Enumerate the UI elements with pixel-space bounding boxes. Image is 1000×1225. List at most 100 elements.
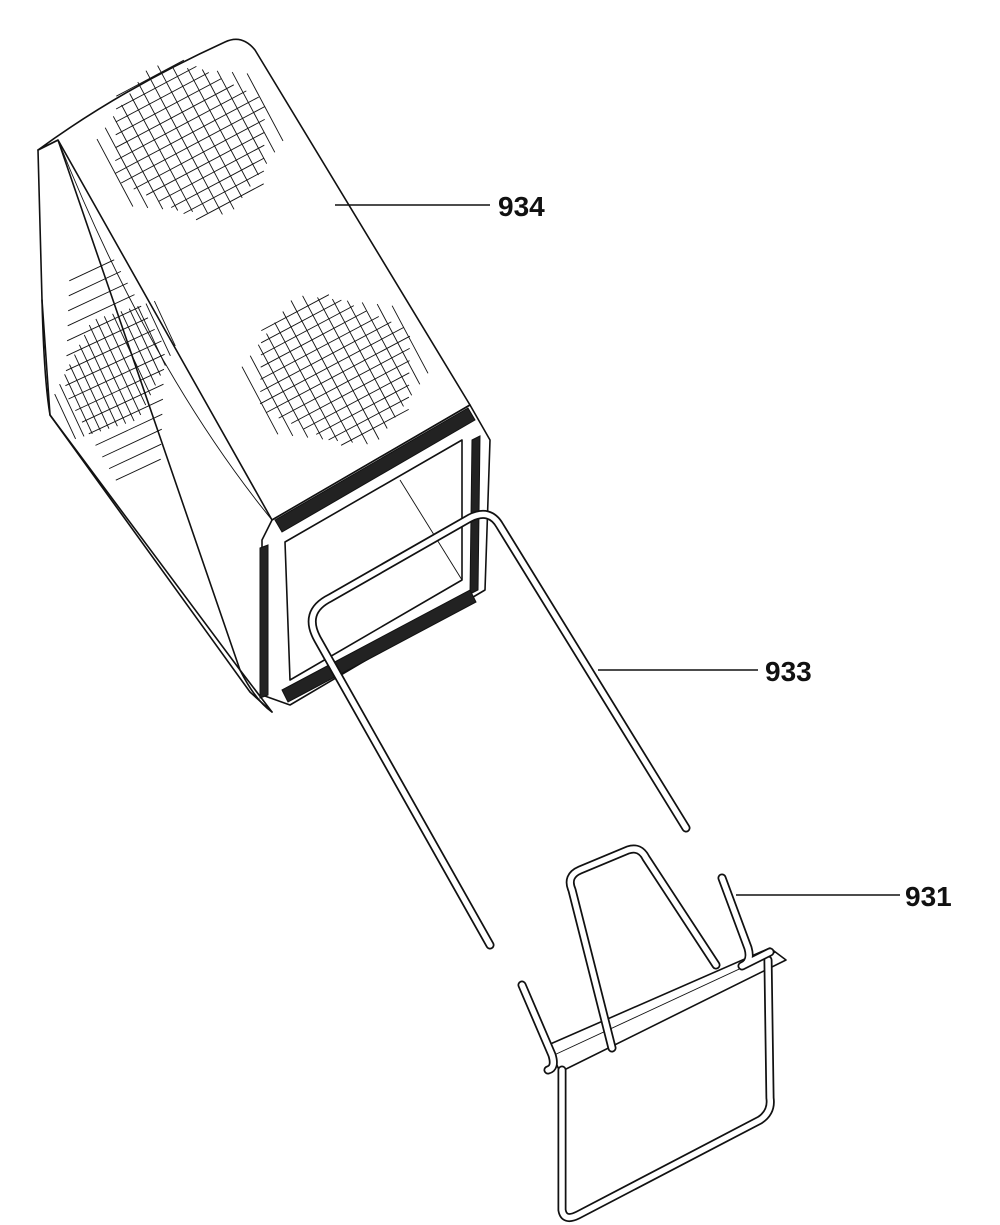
mesh-line xyxy=(246,73,284,142)
mesh-line xyxy=(187,67,251,187)
mesh-line xyxy=(302,295,380,440)
gasket-strip-left xyxy=(259,544,269,699)
bracket-cross-bar-line xyxy=(551,951,777,1057)
grass-bag-top-panel xyxy=(37,38,471,521)
bag-frame-part xyxy=(307,509,691,950)
mesh-line xyxy=(172,66,243,199)
bracket-hook-left-highlight xyxy=(519,982,557,1073)
mesh-pattern-top-right xyxy=(241,294,429,446)
mesh-line xyxy=(266,333,324,440)
mesh-line xyxy=(115,458,161,481)
mesh-line xyxy=(346,300,404,407)
mesh-line xyxy=(290,360,410,424)
mesh-line xyxy=(115,90,247,161)
mesh-pattern-side xyxy=(54,259,176,481)
part-label-934: 934 xyxy=(498,191,545,222)
mesh-line xyxy=(88,324,135,422)
mesh-line xyxy=(303,372,410,430)
mesh-line xyxy=(231,71,276,153)
grass-bag-bottom-edge xyxy=(41,299,273,713)
mesh-line xyxy=(145,131,265,196)
mesh-line xyxy=(257,344,309,438)
mesh-line xyxy=(68,282,128,312)
mesh-line xyxy=(112,116,164,210)
mesh-line xyxy=(260,299,342,344)
mesh-line xyxy=(145,303,171,356)
mesh-line xyxy=(145,70,223,215)
mesh-pattern-top-left xyxy=(96,59,284,221)
mesh-line xyxy=(102,428,162,458)
mesh-line xyxy=(201,69,259,176)
mesh-line xyxy=(153,300,176,347)
mesh-line xyxy=(68,353,165,400)
mesh-line xyxy=(65,340,162,387)
mesh-line xyxy=(54,393,77,440)
mesh-line xyxy=(66,305,142,342)
callout-934: 934 xyxy=(335,191,545,222)
mesh-line xyxy=(170,157,265,208)
callout-933: 933 xyxy=(598,656,812,687)
mesh-line xyxy=(69,259,115,282)
bag-mount-bracket-part xyxy=(517,844,787,1223)
part-label-933: 933 xyxy=(765,656,812,687)
mesh-line xyxy=(259,327,405,405)
part-label-931: 931 xyxy=(905,881,952,912)
mesh-line xyxy=(81,383,164,423)
mesh-line xyxy=(260,316,380,380)
mesh-line xyxy=(249,355,294,437)
mesh-line xyxy=(128,308,161,376)
mesh-line xyxy=(274,322,338,442)
mesh-line xyxy=(96,138,134,207)
callout-931: 931 xyxy=(736,881,952,912)
mesh-line xyxy=(376,303,421,385)
mesh-line xyxy=(120,311,156,386)
mesh-line xyxy=(183,170,265,214)
mesh-line xyxy=(120,106,266,184)
gasket-strip-bottom xyxy=(281,589,477,703)
grass-bag-fold-line xyxy=(57,139,273,521)
bracket-hook-right-highlight xyxy=(719,875,773,969)
grass-bag-part xyxy=(37,38,491,713)
gasket-strip-top xyxy=(274,407,476,533)
mesh-line xyxy=(158,144,265,202)
mesh-line xyxy=(121,104,179,211)
mesh-line xyxy=(88,398,164,435)
mesh-line xyxy=(103,316,147,406)
mesh-line xyxy=(83,334,127,424)
mesh-line xyxy=(241,366,279,435)
mesh-line xyxy=(265,335,411,413)
mesh-line xyxy=(104,127,149,209)
bracket-wire-handle-highlight xyxy=(567,846,719,1051)
mesh-line xyxy=(74,354,110,429)
mesh-line xyxy=(216,70,268,164)
mesh-line xyxy=(260,321,392,392)
mesh-line xyxy=(95,413,163,446)
mesh-line xyxy=(261,294,330,331)
mesh-line xyxy=(67,294,135,327)
mesh-line xyxy=(65,328,155,372)
mesh-line xyxy=(95,318,142,416)
bag-frame-tube-highlight xyxy=(309,511,689,948)
bracket-lower-loop-highlight xyxy=(559,957,774,1221)
mesh-line xyxy=(129,93,193,213)
mesh-line xyxy=(328,396,410,441)
mesh-line xyxy=(157,65,235,210)
mesh-line xyxy=(340,409,409,446)
mesh-line xyxy=(137,81,208,214)
mesh-line xyxy=(108,443,162,470)
mesh-line xyxy=(260,310,367,368)
mesh-line xyxy=(68,270,122,297)
mesh-line xyxy=(66,317,149,357)
mesh-line xyxy=(282,311,353,443)
mesh-line xyxy=(133,119,265,190)
mesh-line xyxy=(59,384,85,437)
mesh-line xyxy=(115,84,235,149)
mesh-line xyxy=(115,72,210,123)
mesh-line xyxy=(317,297,388,429)
mesh-line xyxy=(332,298,396,418)
mesh-line xyxy=(391,305,429,374)
mesh-line xyxy=(290,300,368,445)
mesh-line xyxy=(361,302,413,396)
mesh-line xyxy=(69,364,102,432)
